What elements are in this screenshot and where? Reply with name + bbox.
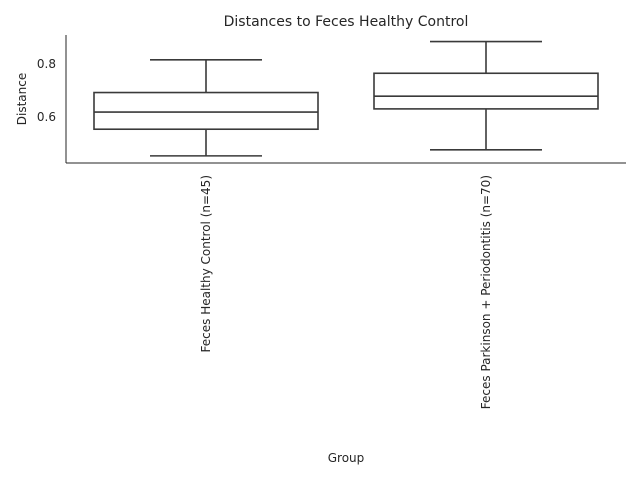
y-tick-label: 0.6	[37, 110, 56, 124]
box-group	[93, 59, 319, 157]
x-tick-label: Feces Parkinson + Periodontitis (n=70)	[479, 175, 493, 409]
x-axis-label: Group	[328, 451, 365, 465]
y-ticks: 0.6 0.8	[37, 57, 56, 124]
boxes	[93, 40, 599, 157]
chart-title: Distances to Feces Healthy Control	[224, 14, 469, 30]
y-axis-label: Distance	[15, 73, 29, 125]
x-ticks: Feces Healthy Control (n=45) Feces Parkin…	[199, 175, 493, 409]
box-group	[373, 40, 599, 151]
x-tick-label: Feces Healthy Control (n=45)	[199, 175, 213, 352]
box-iqr	[93, 91, 319, 131]
box-iqr	[373, 72, 599, 110]
y-tick-label: 0.8	[37, 57, 56, 71]
